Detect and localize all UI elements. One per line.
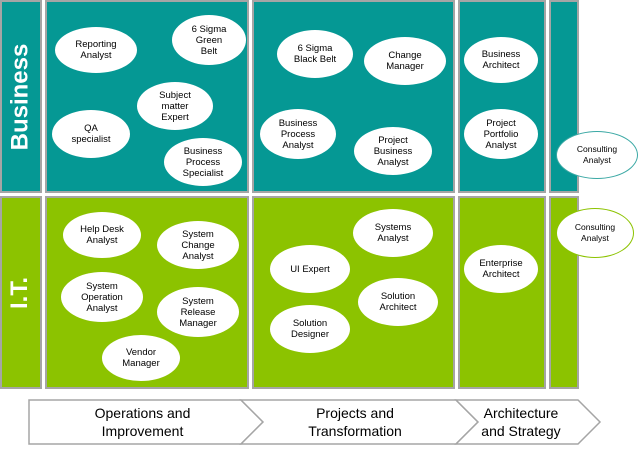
role-business-process-analyst: Business Process Analyst xyxy=(260,109,336,159)
phase-arrow-architecture xyxy=(454,399,602,445)
role-ui-expert: UI Expert xyxy=(270,245,350,293)
business-band-label-cell xyxy=(0,0,42,193)
phase-label-architecture: Architecture and Strategy xyxy=(481,405,561,439)
role-qa-specialist: QA specialist xyxy=(52,110,130,158)
role-reporting-analyst: Reporting Analyst xyxy=(55,27,137,73)
role-system-change-analyst: System Change Analyst xyxy=(157,221,239,269)
role-system-operation-analyst: System Operation Analyst xyxy=(61,272,143,322)
role-help-desk-analyst: Help Desk Analyst xyxy=(63,212,141,258)
role-systems-analyst: Systems Analyst xyxy=(353,209,433,257)
role-business-process-specialist: Business Process Specialist xyxy=(164,138,242,186)
it-band-label-cell xyxy=(0,196,42,389)
role-six-sigma-black-belt: 6 Sigma Black Belt xyxy=(277,30,353,78)
business-architecture-cell xyxy=(458,0,546,193)
role-consulting-analyst-business: Consulting Analyst xyxy=(556,131,638,179)
role-change-manager: Change Manager xyxy=(364,37,446,85)
role-project-portfolio-analyst: Project Portfolio Analyst xyxy=(464,109,538,159)
role-six-sigma-green-belt: 6 Sigma Green Belt xyxy=(172,15,246,65)
role-solution-architect: Solution Architect xyxy=(358,278,438,326)
role-vendor-manager: Vendor Manager xyxy=(102,335,180,381)
phase-label-operations: Operations and Improvement xyxy=(94,405,191,439)
role-system-release-manager: System Release Manager xyxy=(157,287,239,337)
role-consulting-analyst-it: Consulting Analyst xyxy=(556,208,634,258)
role-business-architect: Business Architect xyxy=(464,37,538,83)
role-enterprise-architect: Enterprise Architect xyxy=(464,245,538,293)
role-subject-matter-expert: Subject matter Expert xyxy=(137,82,213,130)
phase-label-projects: Projects and Transformation xyxy=(308,405,402,439)
role-project-business-analyst: Project Business Analyst xyxy=(354,127,432,175)
role-solution-designer: Solution Designer xyxy=(270,305,350,353)
